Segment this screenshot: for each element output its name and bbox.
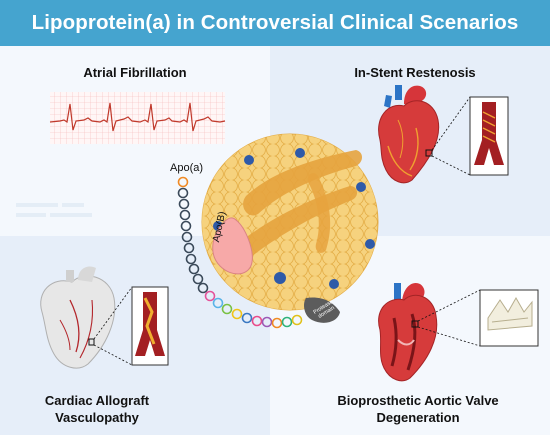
bav-label-line-2: Degeneration — [376, 410, 460, 425]
in-stent-restenosis-label: In-Stent Restenosis — [354, 65, 476, 80]
heart-illustration-top-right — [378, 85, 509, 184]
heart-illustration-bottom-right — [378, 282, 539, 382]
cav-label-line-1: Cardiac Allograft — [44, 393, 150, 408]
figure-title: Lipoprotein(a) in Controversial Clinical… — [31, 11, 519, 34]
lipoprotein-particle — [201, 133, 379, 323]
ecg-strip — [49, 92, 226, 144]
title-banner: Lipoprotein(a) in Controversial Clinical… — [0, 0, 550, 46]
apo-b-protein-patches — [213, 148, 375, 289]
cardiac-allograft-vasculopathy-label: Cardiac Allograft Vasculopathy — [22, 392, 172, 426]
ecg-trace — [49, 102, 226, 132]
bioprosthetic-aortic-valve-label: Bioprosthetic Aortic Valve Degeneration — [318, 392, 518, 426]
cav-label-line-2: Vasculopathy — [55, 410, 139, 425]
apo-a-kringle-chain — [177, 176, 303, 329]
atrial-fibrillation-label: Atrial Fibrillation — [83, 65, 187, 80]
heart-illustration-bottom-left — [40, 266, 169, 369]
apo-a-label: Apo(a) — [170, 162, 204, 174]
bav-label-line-1: Bioprosthetic Aortic Valve — [337, 393, 499, 408]
faint-marks — [16, 203, 92, 217]
